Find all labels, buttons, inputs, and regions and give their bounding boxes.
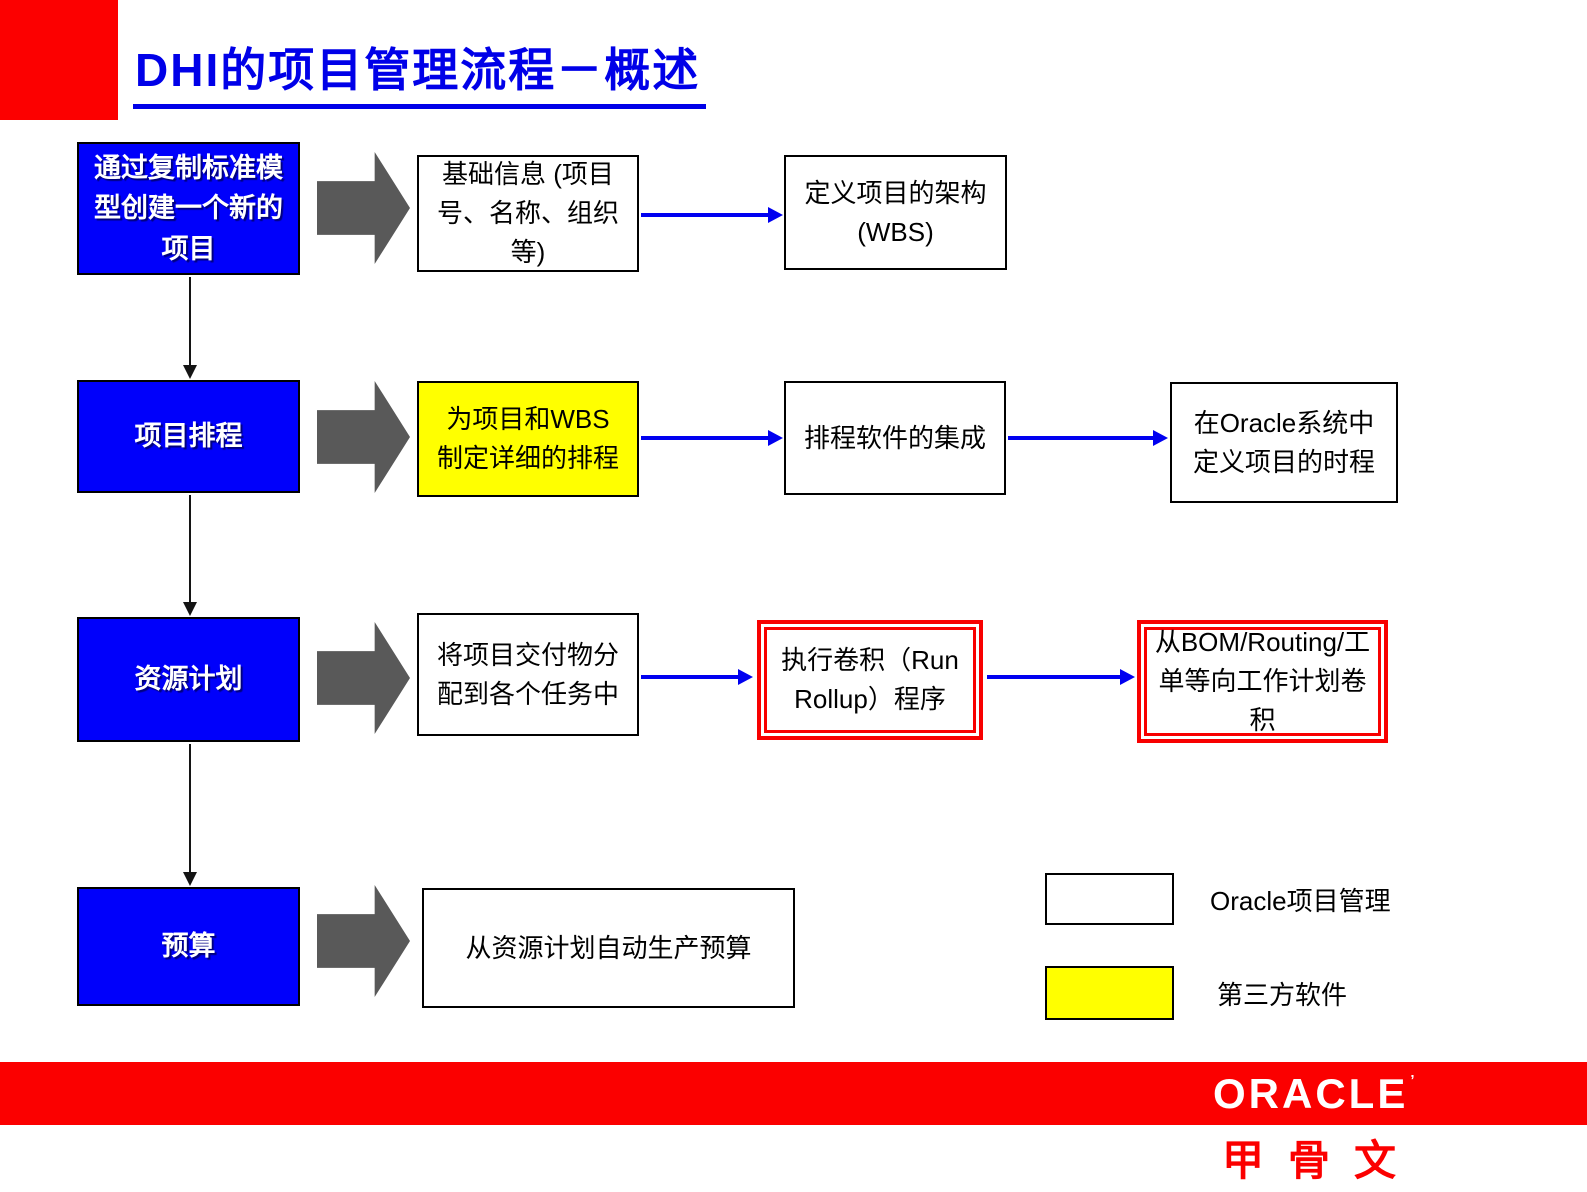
flow-arrow-icon [1008,430,1168,446]
oracle-chinese-logo: 甲骨文 [1222,1137,1421,1184]
block-arrow-icon [317,622,410,734]
step-assign-deliverables: 将项目交付物分 配到各个任务中 [417,613,639,736]
step-bom-routing-rollup: 从BOM/Routing/工 单等向工作计划卷 积 [1144,627,1381,736]
trademark-icon: ’ [1410,1072,1418,1089]
oracle-logo: ORACLE’ [1213,1062,1418,1125]
step-define-timeline-in-oracle: 在Oracle系统中 定义项目的时程 [1170,382,1398,503]
step-scheduling-software-integration: 排程软件的集成 [784,381,1006,495]
block-arrow-icon [317,885,410,997]
flow-arrow-icon [641,669,753,685]
step-run-rollup: 执行卷积（Run Rollup）程序 [764,627,976,733]
stage-budget: 预算 [77,887,300,1006]
legend-label-third-party: 第三方软件 [1217,979,1348,1010]
step-define-wbs: 定义项目的架构 (WBS) [784,155,1007,270]
block-arrow-icon [317,381,410,493]
footer-brand-bar [0,1062,1587,1125]
oracle-logo-text: ORACLE [1213,1069,1409,1117]
legend-swatch-third-party [1045,966,1174,1020]
legend-label-oracle: Oracle项目管理 [1210,885,1391,916]
step-basic-info: 基础信息 (项目 号、名称、组织 等) [417,155,639,272]
step-detailed-schedule: 为项目和WBS 制定详细的排程 [417,381,639,497]
legend-swatch-oracle [1045,873,1174,925]
stage-resource-planning: 资源计划 [77,617,300,742]
flow-arrow-icon [641,207,783,223]
step-auto-generate-budget: 从资源计划自动生产预算 [422,888,795,1008]
connector-arrow-icon [182,495,198,616]
page-title: DHI的项目管理流程－概述 [133,34,707,109]
corner-accent-block [0,0,118,120]
connector-arrow-icon [182,277,198,379]
flow-arrow-icon [641,430,783,446]
connector-arrow-icon [182,744,198,886]
block-arrow-icon [317,152,410,264]
stage-project-scheduling: 项目排程 [77,380,300,493]
flow-arrow-icon [987,669,1135,685]
stage-create-project: 通过复制标准模 型创建一个新的 项目 [77,142,300,275]
